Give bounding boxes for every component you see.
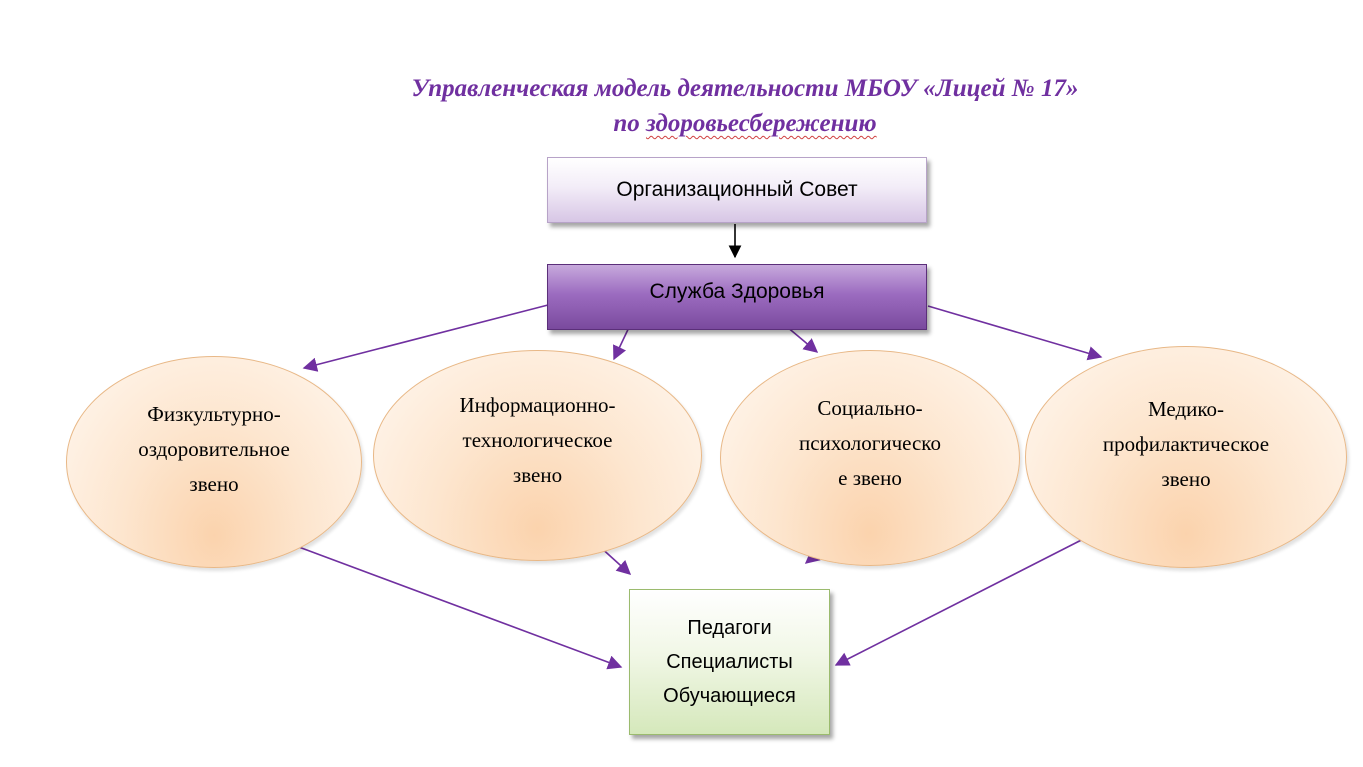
unit-label-line: Социально- <box>817 396 923 420</box>
participants-specialists: Специалисты <box>666 651 793 673</box>
title-line2-word: здоровьесбережению <box>646 110 877 137</box>
arrow-health-to-medical <box>927 305 1103 361</box>
unit-label-line: Информационно- <box>459 393 616 417</box>
arrow-physical-to-participants <box>279 539 623 670</box>
unit-label-line: звено <box>189 472 239 496</box>
participants-students: Обучающиеся <box>663 685 796 707</box>
unit-label-line: технологическое <box>462 428 613 452</box>
unit-label-line: звено <box>1161 467 1211 491</box>
participants-box: Педагоги Специалисты Обучающиеся <box>629 589 830 735</box>
participants-teachers: Педагоги <box>687 617 772 639</box>
arrow-medical-to-participants <box>834 528 1104 666</box>
medical-preventive-unit: Медико- профилактическое звено <box>1025 346 1347 568</box>
unit-label-line: профилактическое <box>1102 432 1270 456</box>
information-technology-unit: Информационно- технологическое звено <box>373 350 702 561</box>
health-service-label: Служба Здоровья <box>649 280 825 303</box>
unit-label-line: Физкультурно- <box>147 402 281 426</box>
unit-label-line: е звено <box>838 466 902 490</box>
diagram-title-line1: Управленческая модель деятельности МБОУ … <box>411 75 1079 102</box>
social-psychological-unit: Социально- психологическо е звено <box>720 350 1020 566</box>
health-service-box: Служба Здоровья <box>547 264 927 330</box>
unit-label-line: психологическо <box>799 431 941 455</box>
physical-health-unit: Физкультурно- оздоровительное звено <box>66 356 362 568</box>
organizational-council-box: Организационный Совет <box>547 157 927 223</box>
organizational-council-label: Организационный Совет <box>616 178 858 201</box>
unit-label-line: оздоровительное <box>138 437 290 461</box>
diagram-title-line2: по здоровьесбережению <box>300 109 1190 139</box>
unit-label-line: Медико- <box>1148 397 1224 421</box>
title-line2-prefix: по <box>613 110 647 137</box>
unit-label-line: звено <box>512 463 563 487</box>
arrow-health-to-physical <box>302 304 549 372</box>
